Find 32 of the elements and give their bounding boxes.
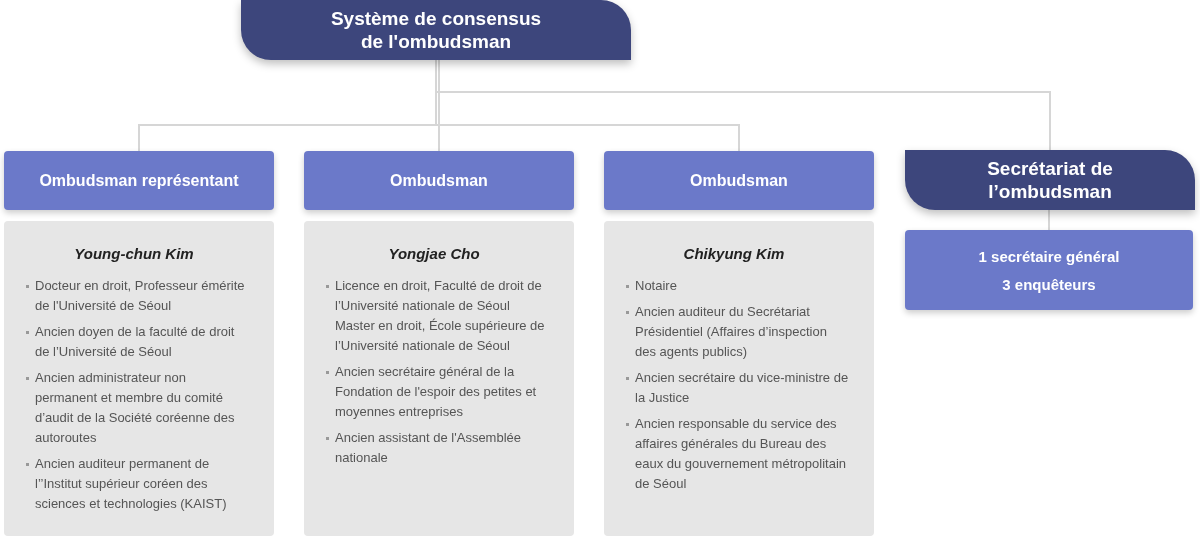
career-item: Ancien administrateur non permanent et membre du comité d’audit de la Société coréenne des autoroutes	[26, 368, 250, 448]
career-item: Docteur en droit, Professeur émérite de l'Université de Séoul	[26, 276, 250, 316]
career-item: Ancien responsable du service des affaires générales du Bureau des eaux du gouvernement métropolitain de Séoul	[626, 414, 850, 494]
career-item: Ancien secrétaire général de la Fondation de l'espoir des petites et moyennes entreprises	[326, 362, 550, 422]
header-box	[241, 0, 631, 60]
career-item: Ancien doyen de la faculté de droit de l’Université de Séoul	[26, 322, 250, 362]
header-box	[905, 150, 1195, 210]
connector-line	[438, 59, 440, 152]
career-item: Ancien secrétaire du vice-ministre de la Justice	[626, 368, 850, 408]
role-title: Ombudsman représentant	[39, 171, 239, 190]
header-title: Secrétariat de l’ombudsman	[986, 157, 1114, 203]
role-box	[4, 151, 274, 210]
role-title: Ombudsman	[390, 171, 488, 190]
profile-card	[4, 221, 274, 536]
career-item: Notaire	[626, 276, 850, 296]
career-item: Licence en droit, Faculté de droit de l’Université nationale de Séoul Master en droit, École supérieure de l’Université nationale de Séoul	[326, 276, 550, 356]
person-name: Chikyung Kim	[682, 245, 786, 262]
profile-card	[604, 221, 874, 536]
staff-count: 1 secrétaire général	[978, 247, 1120, 265]
person-name: Young-chun Kim	[73, 245, 195, 262]
role-title: Ombudsman	[690, 171, 788, 190]
staff-count: 3 enquêteurs	[1002, 275, 1096, 293]
role-box	[604, 151, 874, 210]
person-name: Yongjae Cho	[387, 245, 481, 262]
role-box	[304, 151, 574, 210]
career-item: Ancien assistant de l'Assemblée nationale	[326, 428, 550, 468]
profile-card	[304, 221, 574, 536]
connector-line	[1048, 209, 1050, 231]
career-item: Ancien auditeur du Secrétariat Présidentiel (Affaires d’inspection des agents publics)	[626, 302, 850, 362]
career-item: Ancien auditeur permanent de l’’Institut supérieur coréen des sciences et technologies (KAIST)	[26, 454, 250, 514]
header-title: Système de consensus de l'ombudsman	[329, 7, 543, 53]
staff-box	[905, 230, 1193, 310]
